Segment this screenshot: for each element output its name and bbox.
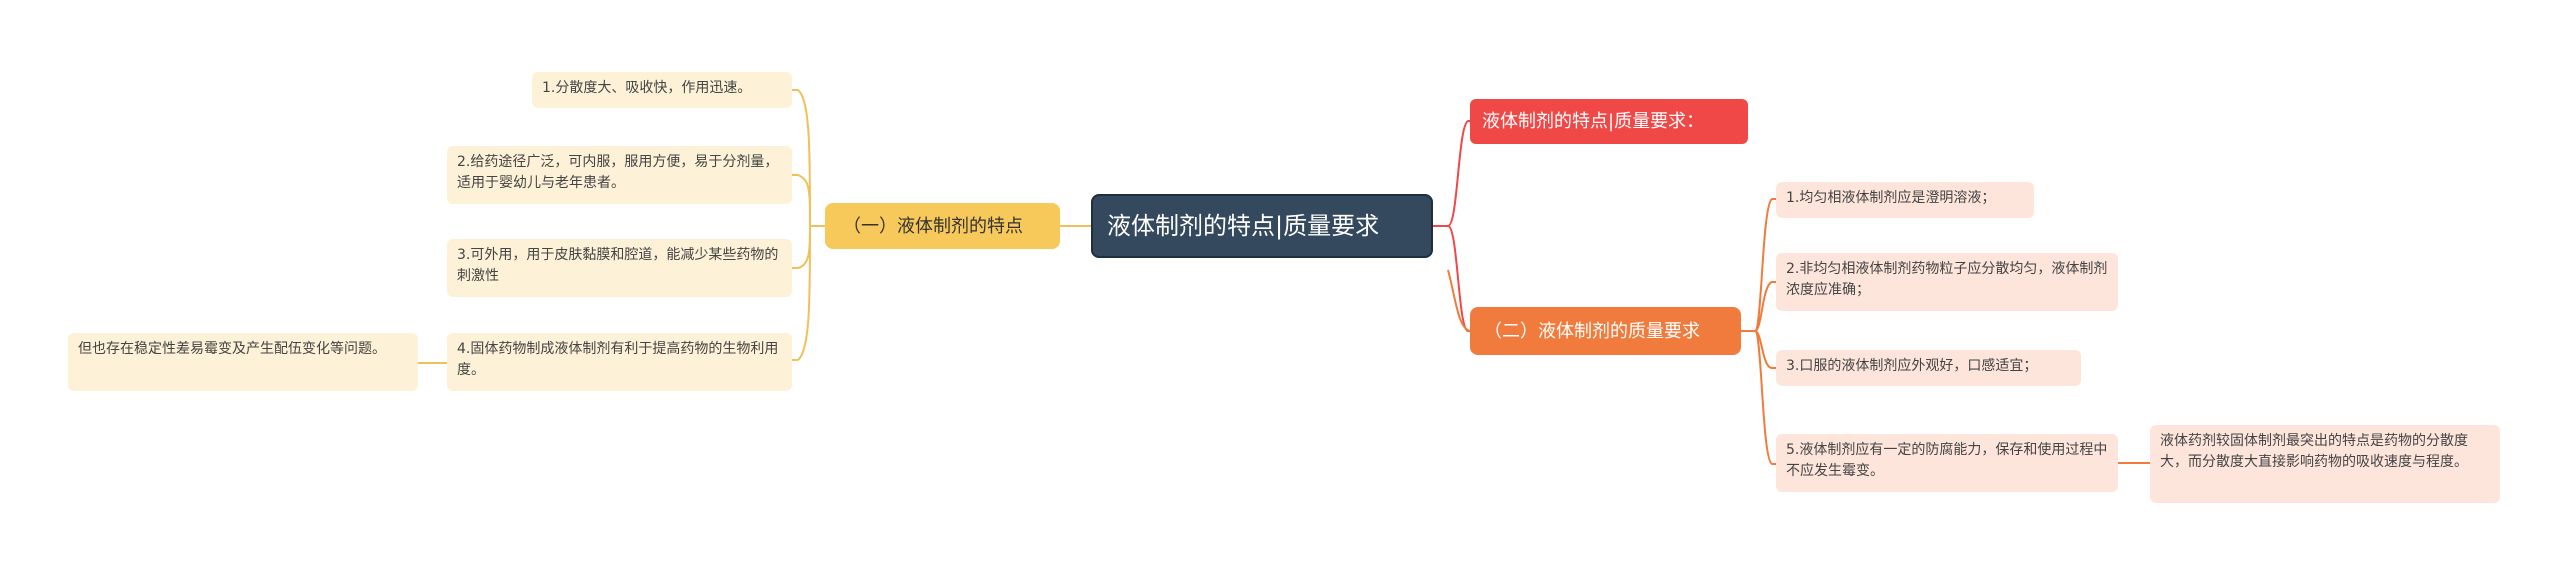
left-item-1[interactable]: 1.分散度大、吸收快，作用迅速。	[532, 72, 792, 108]
branch-right-title[interactable]: 液体制剂的特点|质量要求：	[1470, 99, 1748, 144]
right-subnote[interactable]: 液体药剂较固体制剂最突出的特点是药物的分散度大，而分散度大直接影响药物的吸收速度…	[2150, 425, 2500, 503]
link-right-items	[1741, 198, 1776, 465]
right-item-3-text: 3.口服的液体制剂应外观好，口感适宜；	[1786, 358, 2038, 374]
right-item-2-text: 2.非均匀相液体制剂药物粒子应分散均匀，液体制剂浓度应准确；	[1786, 261, 2108, 298]
left-item-1-text: 1.分散度大、吸收快，作用迅速。	[542, 80, 752, 96]
right-item-1[interactable]: 1.均匀相液体制剂应是澄明溶液；	[1776, 182, 2034, 218]
right-item-4[interactable]: 5.液体制剂应有一定的防腐能力，保存和使用过程中不应发生霉变。	[1776, 434, 2118, 492]
link-root-right	[1433, 120, 1470, 332]
left-item-4-text: 4.固体药物制成液体制剂有利于提高药物的生物利用度。	[457, 341, 779, 378]
left-item-3[interactable]: 3.可外用，用于皮肤黏膜和腔道，能减少某些药物的刺激性	[447, 239, 792, 297]
branch-right-title-label: 液体制剂的特点|质量要求：	[1482, 111, 1705, 132]
right-item-2[interactable]: 2.非均匀相液体制剂药物粒子应分散均匀，液体制剂浓度应准确；	[1776, 253, 2118, 311]
right-item-1-text: 1.均匀相液体制剂应是澄明溶液；	[1786, 190, 1996, 206]
right-item-4-text: 5.液体制剂应有一定的防腐能力，保存和使用过程中不应发生霉变。	[1786, 442, 2108, 479]
left-item-2[interactable]: 2.给药途径广泛，可内服，服用方便，易于分剂量，适用于婴幼儿与老年患者。	[447, 146, 792, 204]
link-right-orange	[1447, 269, 1471, 332]
right-subnote-text: 液体药剂较固体制剂最突出的特点是药物的分散度大，而分散度大直接影响药物的吸收速度…	[2160, 433, 2468, 470]
left-subnote[interactable]: 但也存在稳定性差易霉变及产生配伍变化等问题。	[68, 333, 418, 391]
branch-right-quality[interactable]: （二）液体制剂的质量要求	[1470, 307, 1741, 355]
left-item-4[interactable]: 4.固体药物制成液体制剂有利于提高药物的生物利用度。	[447, 333, 792, 391]
right-item-3[interactable]: 3.口服的液体制剂应外观好，口感适宜；	[1776, 350, 2081, 386]
branch-left-characteristics[interactable]: （一）液体制剂的特点	[825, 203, 1060, 249]
left-item-3-text: 3.可外用，用于皮肤黏膜和腔道，能减少某些药物的刺激性	[457, 247, 779, 284]
root-topic[interactable]: 液体制剂的特点|质量要求	[1091, 194, 1433, 258]
branch-left-label: （一）液体制剂的特点	[843, 215, 1023, 237]
root-topic-label: 液体制剂的特点|质量要求	[1107, 212, 1380, 240]
left-item-2-text: 2.给药途径广泛，可内服，服用方便，易于分剂量，适用于婴幼儿与老年患者。	[457, 154, 779, 191]
left-subnote-text: 但也存在稳定性差易霉变及产生配伍变化等问题。	[78, 341, 386, 357]
branch-right-quality-label: （二）液体制剂的质量要求	[1484, 320, 1700, 342]
link-left-items	[792, 89, 825, 361]
